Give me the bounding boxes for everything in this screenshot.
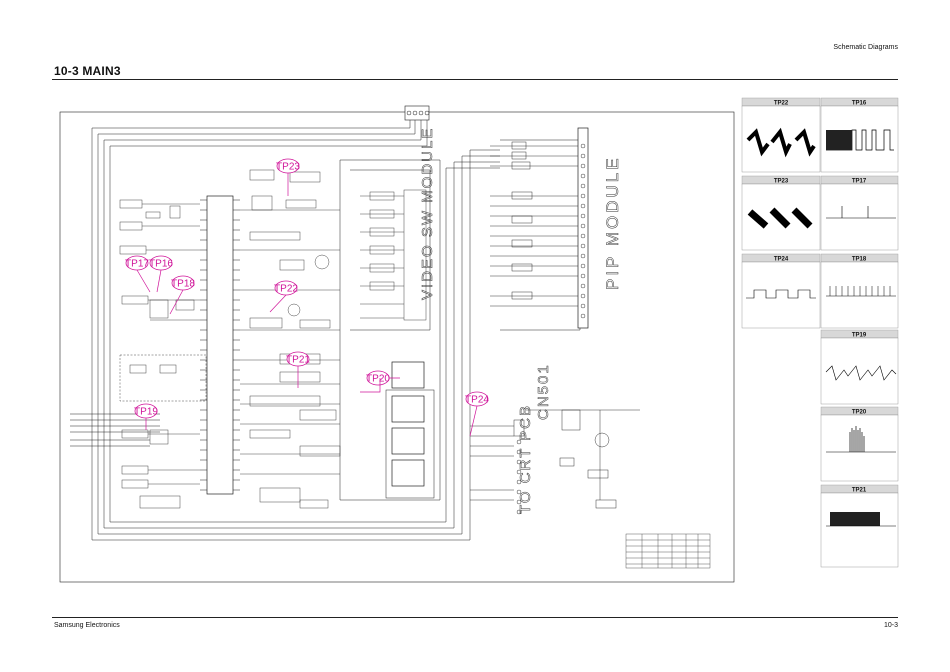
bus-wiring <box>70 120 581 541</box>
top-connector <box>404 105 430 121</box>
pip-module <box>490 127 589 329</box>
scope-tp22-title: TP22 <box>774 101 789 107</box>
main-ic <box>200 195 240 495</box>
cn501-label: CN501 <box>535 363 552 420</box>
scope-tp20-title: TP20 <box>852 410 867 416</box>
video-module-label: VIDEO SW MODULE <box>419 127 436 300</box>
cn501-connector <box>470 409 640 515</box>
tp16-label: TP16 <box>149 259 173 270</box>
scope-tp23-title: TP23 <box>774 179 789 185</box>
top-rule <box>52 79 898 80</box>
tp-leaders <box>136 173 478 437</box>
bottom-rule <box>52 617 898 618</box>
scope-panels: TP22 TP16 TP23 TP17 TP24 TP18 TP19 TP20 … <box>741 97 899 568</box>
scope-tp18-title: TP18 <box>852 257 867 263</box>
tp24-label: TP24 <box>465 395 489 406</box>
left-components <box>119 199 207 509</box>
scope-tp19-title: TP19 <box>852 333 867 339</box>
tp17-label: TP17 <box>125 259 149 270</box>
scope-tp24-title: TP24 <box>774 257 789 263</box>
scope-tp21-title: TP21 <box>852 488 867 494</box>
center-components <box>240 169 341 509</box>
pip-module-label: PIP MODULE <box>603 155 622 290</box>
page-title: 10-3 MAIN3 <box>54 64 121 78</box>
tp19-label: TP19 <box>134 407 158 418</box>
scope-tp17-title: TP17 <box>852 179 867 185</box>
tp22-label: TP22 <box>274 284 298 295</box>
tp21-label: TP21 <box>286 355 310 366</box>
crt-pcb-label: TO CRT PCB <box>517 404 534 514</box>
footer-page-number: 10-3 <box>883 622 898 629</box>
tp23-label: TP23 <box>276 162 300 173</box>
option-table <box>625 533 711 569</box>
scope-waveforms <box>746 127 897 527</box>
switch-ics <box>385 361 435 499</box>
footer-company: Samsung Electronics <box>54 622 120 629</box>
section-label: Schematic Diagrams <box>833 44 898 51</box>
tp-ovals <box>125 158 489 419</box>
tp20-label: TP20 <box>366 374 390 385</box>
tp18-label: TP18 <box>171 279 195 290</box>
scope-tp16-title: TP16 <box>852 101 867 107</box>
schematic-frame <box>59 111 735 583</box>
video-switch-module <box>360 189 427 321</box>
